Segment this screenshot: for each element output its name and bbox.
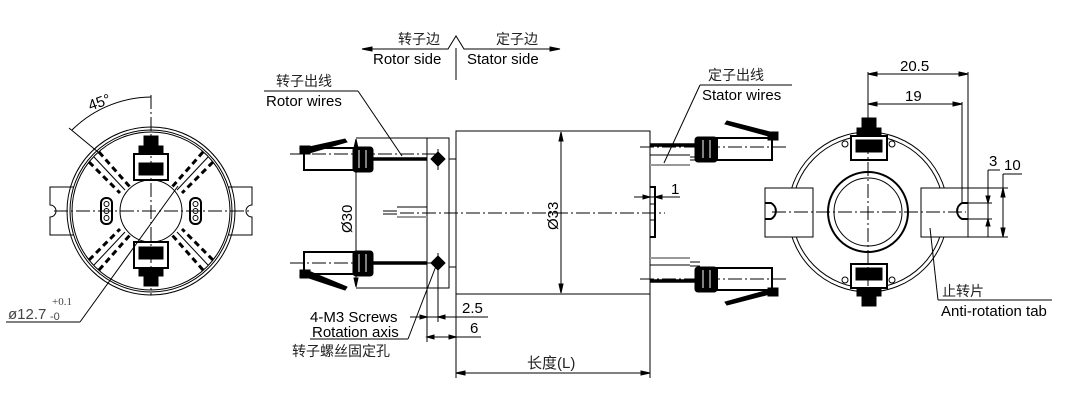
stator-side-en: Stator side — [467, 51, 539, 68]
bore-tol-upper: +0.1 — [52, 296, 72, 308]
left-end-view: 45° ø12.7 +0.1 -0 — [6, 91, 253, 323]
stator-wires-en: Stator wires — [702, 87, 781, 104]
rotor-connector-bottom — [290, 250, 446, 291]
anti-rotation-tab-cn: 止转片 — [942, 283, 984, 299]
stator-side-cn: 定子边 — [496, 31, 538, 47]
stator-flange — [650, 186, 656, 238]
rotor-wires-en: Rotor wires — [266, 93, 342, 110]
rotation-axis-label: Rotation axis — [312, 324, 399, 341]
stator-connector-top — [640, 120, 787, 166]
screw-offset-dim: 2.5 — [462, 300, 483, 317]
left-tab-right — [228, 186, 253, 236]
right-bottom-connector — [841, 263, 896, 307]
rotor-wires-cn: 转子出线 — [276, 73, 332, 89]
body-diameter: Ø33 — [545, 202, 562, 230]
anti-rotation-tab-en: Anti-rotation tab — [941, 303, 1047, 320]
angle-arc — [71, 96, 152, 131]
dim-outer: 20.5 — [900, 58, 929, 75]
bore-tol-lower: -0 — [50, 311, 60, 323]
screws-label: 4-M3 Screws — [310, 309, 398, 326]
rotor-length-dim: 6 — [470, 320, 478, 337]
slot-width-dim: 3 — [989, 153, 997, 170]
rotor-connector-top — [290, 138, 446, 173]
angle-label: 45° — [86, 91, 113, 115]
bore-dimension: ø12.7 — [8, 306, 46, 323]
length-label: 长度(L) — [527, 355, 575, 372]
rotor-side-en: Rotor side — [373, 51, 441, 68]
stator-wires-cn: 定子出线 — [708, 67, 764, 83]
flange-gap-dim: 1 — [671, 181, 679, 198]
dim-inner: 19 — [905, 88, 922, 105]
rotor-diameter: Ø30 — [339, 205, 356, 233]
side-indicator: 转子边 Rotor side 定子边 Stator side — [361, 31, 561, 80]
stator-connector-bottom — [640, 257, 787, 306]
hidden-arms — [87, 151, 215, 271]
right-end-view: 20.5 19 3 10 止转片 Anti-rotation tab — [764, 58, 1052, 320]
tab-width-dim: 10 — [1004, 157, 1021, 174]
screws-cn-label: 转子螺丝固定孔 — [292, 343, 390, 359]
side-view: Ø30 Ø33 1 — [264, 67, 792, 378]
right-top-connector — [841, 117, 896, 161]
rotor-side-cn: 转子边 — [398, 31, 440, 47]
